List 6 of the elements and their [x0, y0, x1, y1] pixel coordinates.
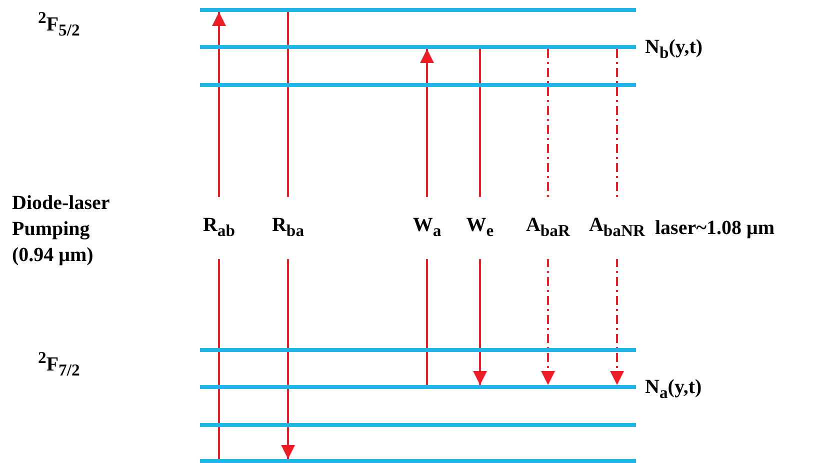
manifold-label: $^{2}$F$_{5/2}$ [38, 7, 80, 42]
laser-wavelength-label: laser~1.08 μm [655, 216, 774, 240]
pumping-note: Diode-laser Pumping (0.94 μm) [12, 191, 110, 268]
population-label: N$_{b}$(y,t) [645, 35, 703, 64]
population-label: N$_{a}$(y,t) [645, 375, 702, 404]
manifold-label: $^{2}$F$_{7/2}$ [38, 347, 80, 382]
